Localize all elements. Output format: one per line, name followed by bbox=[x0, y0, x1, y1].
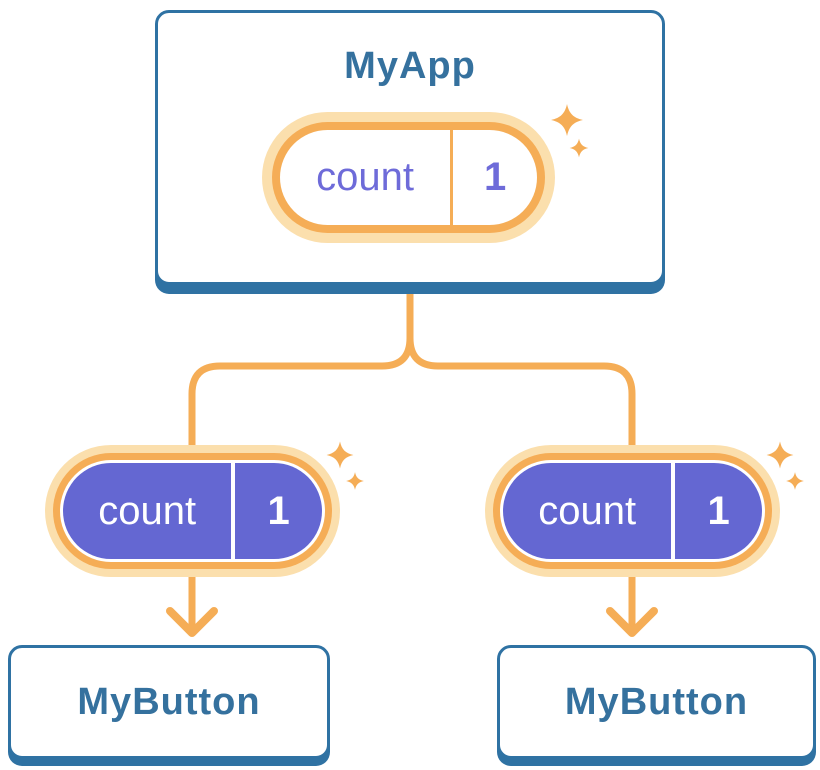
state-pill: count 1 bbox=[262, 112, 555, 243]
sparkle-icon bbox=[786, 472, 804, 490]
sparkle-icon bbox=[551, 104, 583, 136]
sparkle-icon bbox=[346, 472, 364, 490]
prop-pill-ring: count 1 bbox=[53, 453, 332, 569]
component-title: MyApp bbox=[344, 45, 476, 87]
state-pill-body: count 1 bbox=[280, 130, 537, 225]
prop-pill-body: count 1 bbox=[63, 463, 322, 559]
component-card-mybutton-right: MyButton bbox=[497, 645, 816, 759]
connector-branch-right bbox=[406, 292, 636, 630]
component-card-mybutton-left: MyButton bbox=[8, 645, 330, 759]
state-value-label: 1 bbox=[450, 130, 537, 225]
arrow-down-icon bbox=[606, 607, 658, 637]
prop-value-label: 1 bbox=[671, 463, 762, 559]
prop-pill-left: count 1 bbox=[45, 445, 340, 577]
sparkle-icon bbox=[766, 441, 794, 469]
sparkle-group bbox=[551, 104, 589, 158]
prop-pill-outline: count 1 bbox=[60, 460, 325, 562]
component-card-myapp: MyApp count 1 bbox=[155, 10, 665, 285]
arrow-down-icon bbox=[166, 607, 218, 637]
prop-name-label: count bbox=[538, 488, 637, 533]
component-title: MyButton bbox=[77, 680, 261, 723]
prop-value-label: 1 bbox=[231, 463, 322, 559]
sparkle-group bbox=[766, 441, 804, 490]
state-pill-ring: count 1 bbox=[272, 122, 545, 233]
prop-pill-body: count 1 bbox=[503, 463, 762, 559]
component-title: MyButton bbox=[564, 680, 749, 723]
state-name-label: count bbox=[316, 155, 415, 199]
sparkle-icon bbox=[569, 138, 589, 158]
prop-pill-outline: count 1 bbox=[500, 460, 765, 562]
prop-pill-right: count 1 bbox=[485, 445, 780, 577]
sparkle-icon bbox=[326, 441, 354, 469]
prop-pill-ring: count 1 bbox=[493, 453, 772, 569]
sparkle-group bbox=[326, 441, 364, 490]
prop-name-label: count bbox=[98, 488, 197, 533]
